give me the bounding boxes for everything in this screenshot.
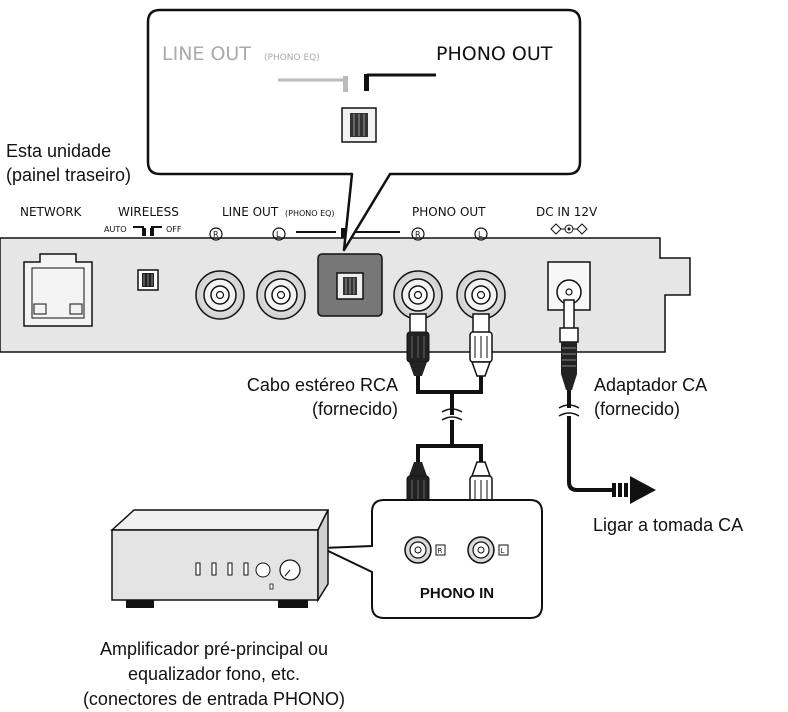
line-out-panel-label: LINE OUT [222, 205, 279, 219]
phono-in-r-jack [404, 536, 432, 564]
phono-out-r-mark: R [415, 230, 421, 239]
phono-out-l-mark: L [478, 230, 483, 239]
rca-cable [416, 376, 483, 462]
phono-in-l-mark: L [501, 547, 505, 555]
line-out-panel-sub: (PHONO EQ) [285, 209, 335, 218]
amp-label-line3: (conectores de entrada PHONO) [83, 689, 345, 709]
phono-in-callout: R L PHONO IN [321, 499, 543, 619]
phono-out-r-jack [393, 270, 443, 320]
ac-adapter-plug [559, 299, 579, 390]
outlet-arrow-icon [612, 476, 656, 504]
wireless-label: WIRELESS [118, 205, 179, 219]
rear-panel [0, 237, 691, 353]
phono-out-l-jack [456, 270, 506, 320]
unit-label-line2: (painel traseiro) [6, 165, 131, 185]
amp-label-line2: equalizador fono, etc. [128, 664, 300, 684]
network-port [23, 253, 93, 327]
line-out-r-jack [195, 270, 245, 320]
adapter-label-line1: Adaptador CA [594, 375, 707, 395]
wireless-off-label: OFF [166, 225, 182, 234]
phono-in-label: PHONO IN [420, 585, 494, 602]
cable-label-line2: (fornecido) [312, 399, 398, 419]
line-out-r-mark: R [213, 230, 219, 239]
network-label: NETWORK [20, 205, 83, 219]
callout-line-out-sub: (PHONO EQ) [264, 53, 320, 63]
outlet-label: Ligar a tomada CA [593, 515, 743, 535]
phono-out-panel-label: PHONO OUT [412, 205, 486, 219]
amplifier-device [110, 509, 330, 608]
panel-labels: NETWORK WIRELESS AUTO OFF LINE OUT (PHON… [20, 205, 598, 241]
wireless-switch[interactable] [137, 269, 159, 291]
cable-label-line1: Cabo estéreo RCA [247, 375, 398, 395]
polarity-icon [550, 223, 588, 235]
amp-label-line1: Amplificador pré-principal ou [100, 639, 328, 659]
dc-in-jack [547, 261, 591, 311]
ac-adapter-cable [558, 390, 614, 492]
callout-phono-out-label: PHONO OUT [436, 43, 553, 65]
wireless-auto-label: AUTO [104, 225, 127, 234]
callout-line-out-label: LINE OUT [162, 43, 251, 65]
adapter-label-line2: (fornecido) [594, 399, 680, 419]
switch-callout: LINE OUT (PHONO EQ) PHONO OUT [146, 8, 582, 252]
dc-in-label: DC IN 12V [536, 205, 598, 219]
rca-plug-top-l [469, 313, 493, 377]
callout-switch-icon [341, 107, 377, 143]
phono-in-l-jack [467, 536, 495, 564]
phono-in-r-mark: R [438, 547, 443, 555]
phono-eq-switch[interactable] [317, 253, 383, 317]
unit-label-line1: Esta unidade [6, 141, 111, 161]
line-out-l-mark: L [276, 230, 281, 239]
rca-plug-top-r [406, 313, 430, 376]
line-out-l-jack [256, 270, 306, 320]
